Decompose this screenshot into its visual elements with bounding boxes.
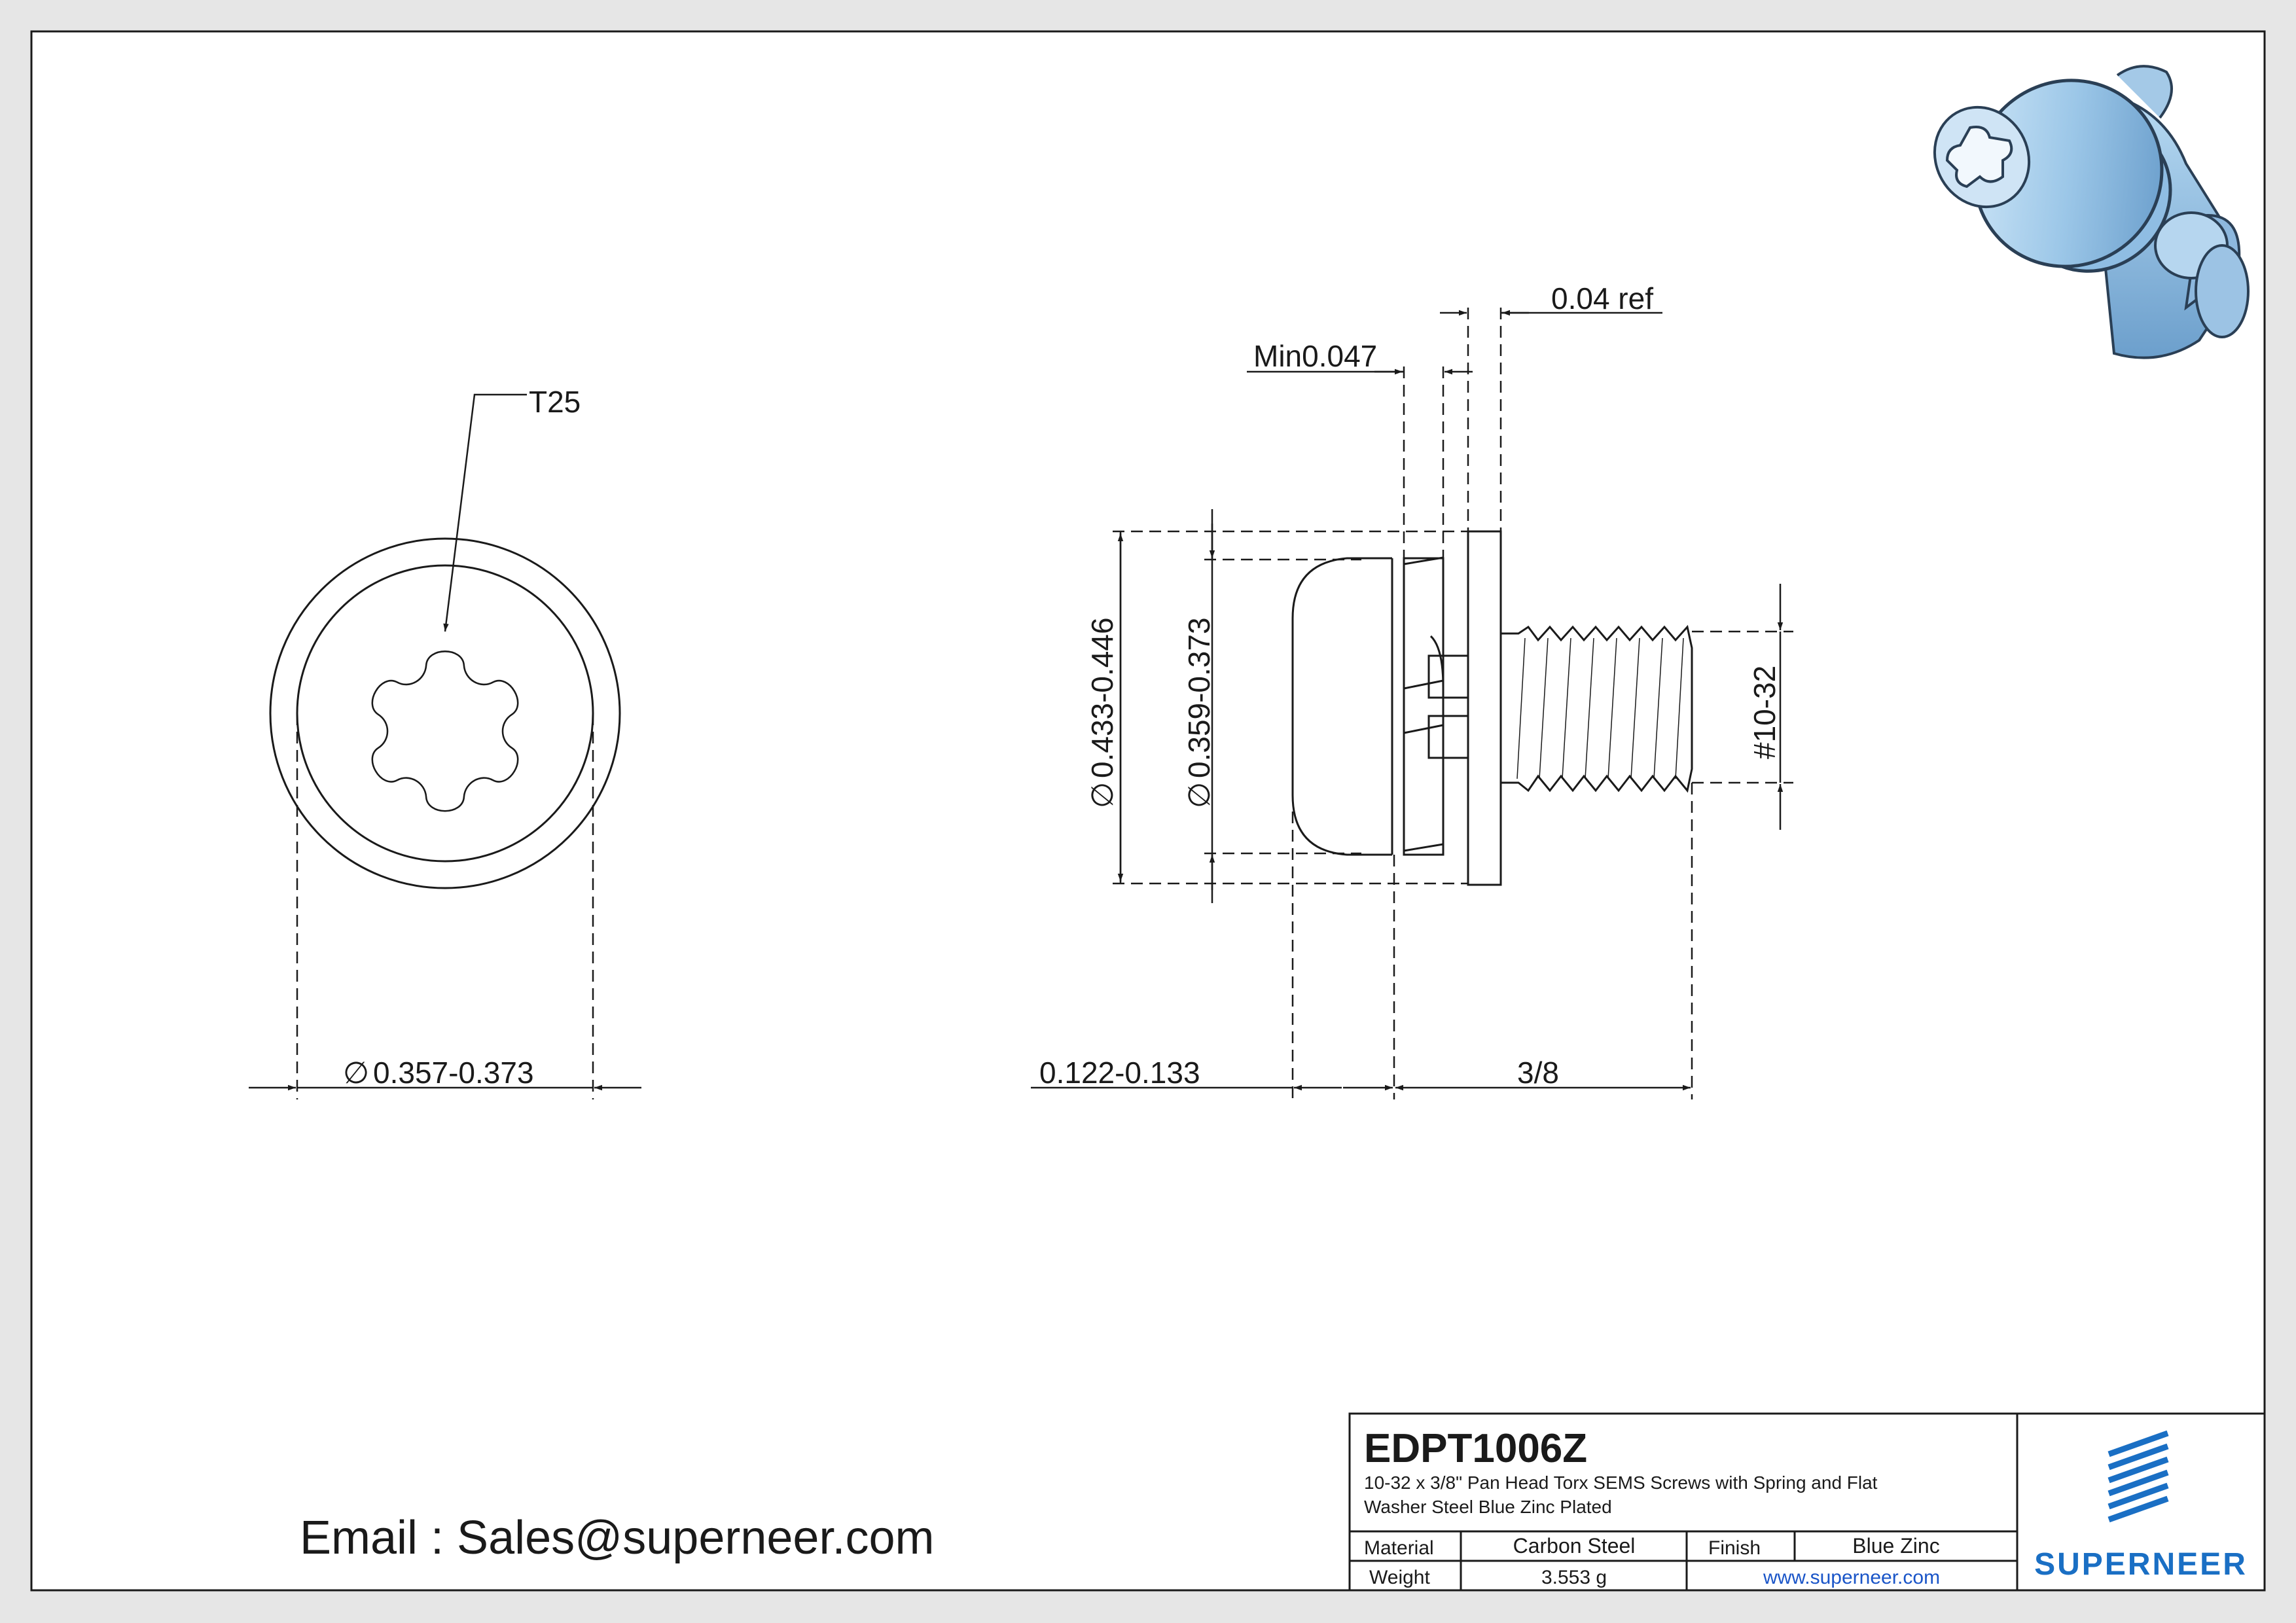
flat-washer-diameter-value: 0.433-0.446 xyxy=(1085,617,1119,778)
washer-thickness-ref-label: 0.04 ref xyxy=(1551,281,1653,315)
flat-washer-outline xyxy=(269,537,621,889)
weight-label: Weight xyxy=(1369,1567,1430,1588)
thread-size-value: #10-32 xyxy=(1748,666,1782,759)
material-label: Material xyxy=(1364,1537,1434,1559)
head-diameter-value: 0.357-0.373 xyxy=(373,1056,534,1090)
title-block xyxy=(1348,1412,2266,1592)
flat-washer-outline xyxy=(1467,530,1502,886)
weight-value: 3.553 g xyxy=(1541,1567,1607,1588)
screw-3d-render-icon xyxy=(1933,65,2250,359)
front-diameter-dimension xyxy=(249,713,641,1099)
drawing-border xyxy=(30,30,2266,1592)
website-link[interactable]: www.superneer.com xyxy=(1763,1567,1940,1588)
part-number: EDPT1006Z xyxy=(1364,1426,1587,1471)
description-line-2: Washer Steel Blue Zinc Plated xyxy=(1364,1497,1612,1517)
pan-head-outline xyxy=(1291,557,1392,856)
side-dimensions xyxy=(1031,308,1793,1099)
diameter-symbol: ∅ xyxy=(1182,782,1216,808)
length-value: 3/8 xyxy=(1517,1056,1559,1090)
spring-washer-diameter-value: 0.359-0.373 xyxy=(1182,617,1216,778)
spring-washer-diameter-group: ∅ 0.359-0.373 xyxy=(1182,617,1216,808)
brand-name: SUPERNEER xyxy=(2034,1547,2248,1582)
drive-callout-label: T25 xyxy=(529,385,581,419)
material-value: Carbon Steel xyxy=(1513,1534,1636,1558)
side-view xyxy=(1291,530,1693,886)
t25-leader xyxy=(443,393,527,632)
diameter-symbol: ∅ xyxy=(343,1056,369,1090)
torx-drive-icon xyxy=(371,651,519,812)
finish-value: Blue Zinc xyxy=(1852,1534,1939,1558)
spring-washer-outline xyxy=(1403,557,1444,856)
spring-washer-min-label: Min0.047 xyxy=(1253,339,1377,373)
flat-washer-diameter-group: ∅ 0.433-0.446 xyxy=(1085,617,1119,808)
head-height-value: 0.122-0.133 xyxy=(1039,1056,1200,1090)
superneer-logo-icon xyxy=(2108,1430,2169,1523)
description-line-1: 10-32 x 3/8" Pan Head Torx SEMS Screws w… xyxy=(1364,1472,1878,1493)
thread-size-group: #10-32 xyxy=(1748,666,1782,759)
finish-label: Finish xyxy=(1708,1537,1761,1559)
diameter-symbol: ∅ xyxy=(1085,782,1119,808)
email-contact: Email : Sales@superneer.com xyxy=(300,1512,935,1564)
